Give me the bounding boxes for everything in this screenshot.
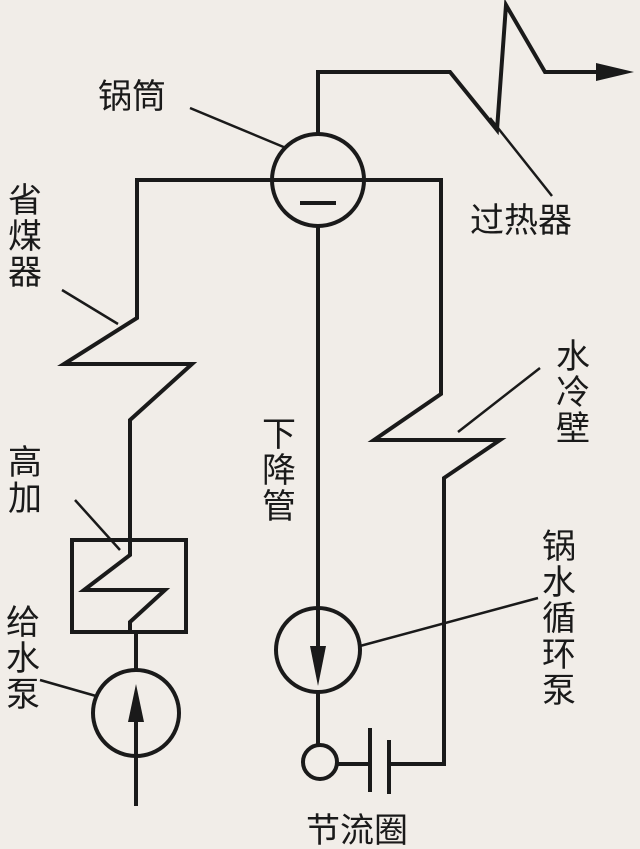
label-boiler-circulation-pump: 锅水循环泵: [542, 527, 576, 711]
water-wall-leader: [457, 367, 541, 433]
label-char: 水: [542, 563, 576, 603]
label-char: 给: [6, 603, 40, 643]
label-hp-heater: 高加: [8, 443, 42, 519]
water-wall-line: [364, 178, 507, 766]
svg-text:给水泵: 给水泵: [6, 603, 40, 715]
economizer-leader: [61, 288, 119, 326]
label-char: 泵: [542, 671, 576, 711]
hp-heater-coil: [78, 540, 171, 632]
label-char: 器: [8, 253, 42, 293]
economizer-line: [57, 178, 272, 540]
label-downcomer: 下降管: [262, 415, 296, 527]
label-char: 循: [542, 599, 576, 639]
throttle-ring: [301, 743, 339, 781]
feed-pump-arrowhead: [128, 684, 144, 722]
steam-outlet-arrowhead: [596, 63, 634, 81]
steam-line: [316, 0, 612, 136]
label-char: 加: [8, 479, 42, 519]
label-char: 煤: [8, 217, 42, 257]
label-economizer: 省煤器: [8, 181, 42, 293]
label-char: 水: [6, 639, 40, 679]
svg-text:水冷壁: 水冷壁: [556, 337, 590, 449]
drum-leader: [189, 106, 287, 150]
label-feed-pump: 给水泵: [6, 603, 40, 715]
label-char: 壁: [556, 409, 590, 449]
label-char: 管: [262, 487, 296, 527]
label-char: 降: [262, 451, 296, 491]
label-throttle-ring: 节流圈: [306, 811, 408, 849]
label-char: 锅: [542, 527, 576, 567]
svg-text:高加: 高加: [8, 443, 42, 519]
label-char: 省: [8, 181, 42, 221]
circulation-pump-arrowhead: [310, 646, 326, 686]
label-char: 下: [262, 415, 296, 455]
feed-pump-leader: [39, 678, 97, 698]
svg-text:下降管: 下降管: [262, 415, 296, 527]
label-char: 高: [8, 443, 42, 483]
label-char: 冷: [556, 373, 590, 413]
hp-heater-leader: [74, 499, 121, 551]
circulation-pump-leader: [359, 596, 539, 648]
label-drum: 锅筒: [98, 77, 166, 117]
superheater-leader: [489, 117, 553, 197]
label-superheater: 过热器: [470, 201, 572, 241]
label-char: 泵: [6, 675, 40, 715]
label-char: 水: [556, 337, 590, 377]
svg-text:锅水循环泵: 锅水循环泵: [542, 527, 576, 711]
svg-text:省煤器: 省煤器: [8, 181, 42, 293]
label-water-wall: 水冷壁: [556, 337, 590, 449]
label-char: 环: [542, 635, 576, 675]
